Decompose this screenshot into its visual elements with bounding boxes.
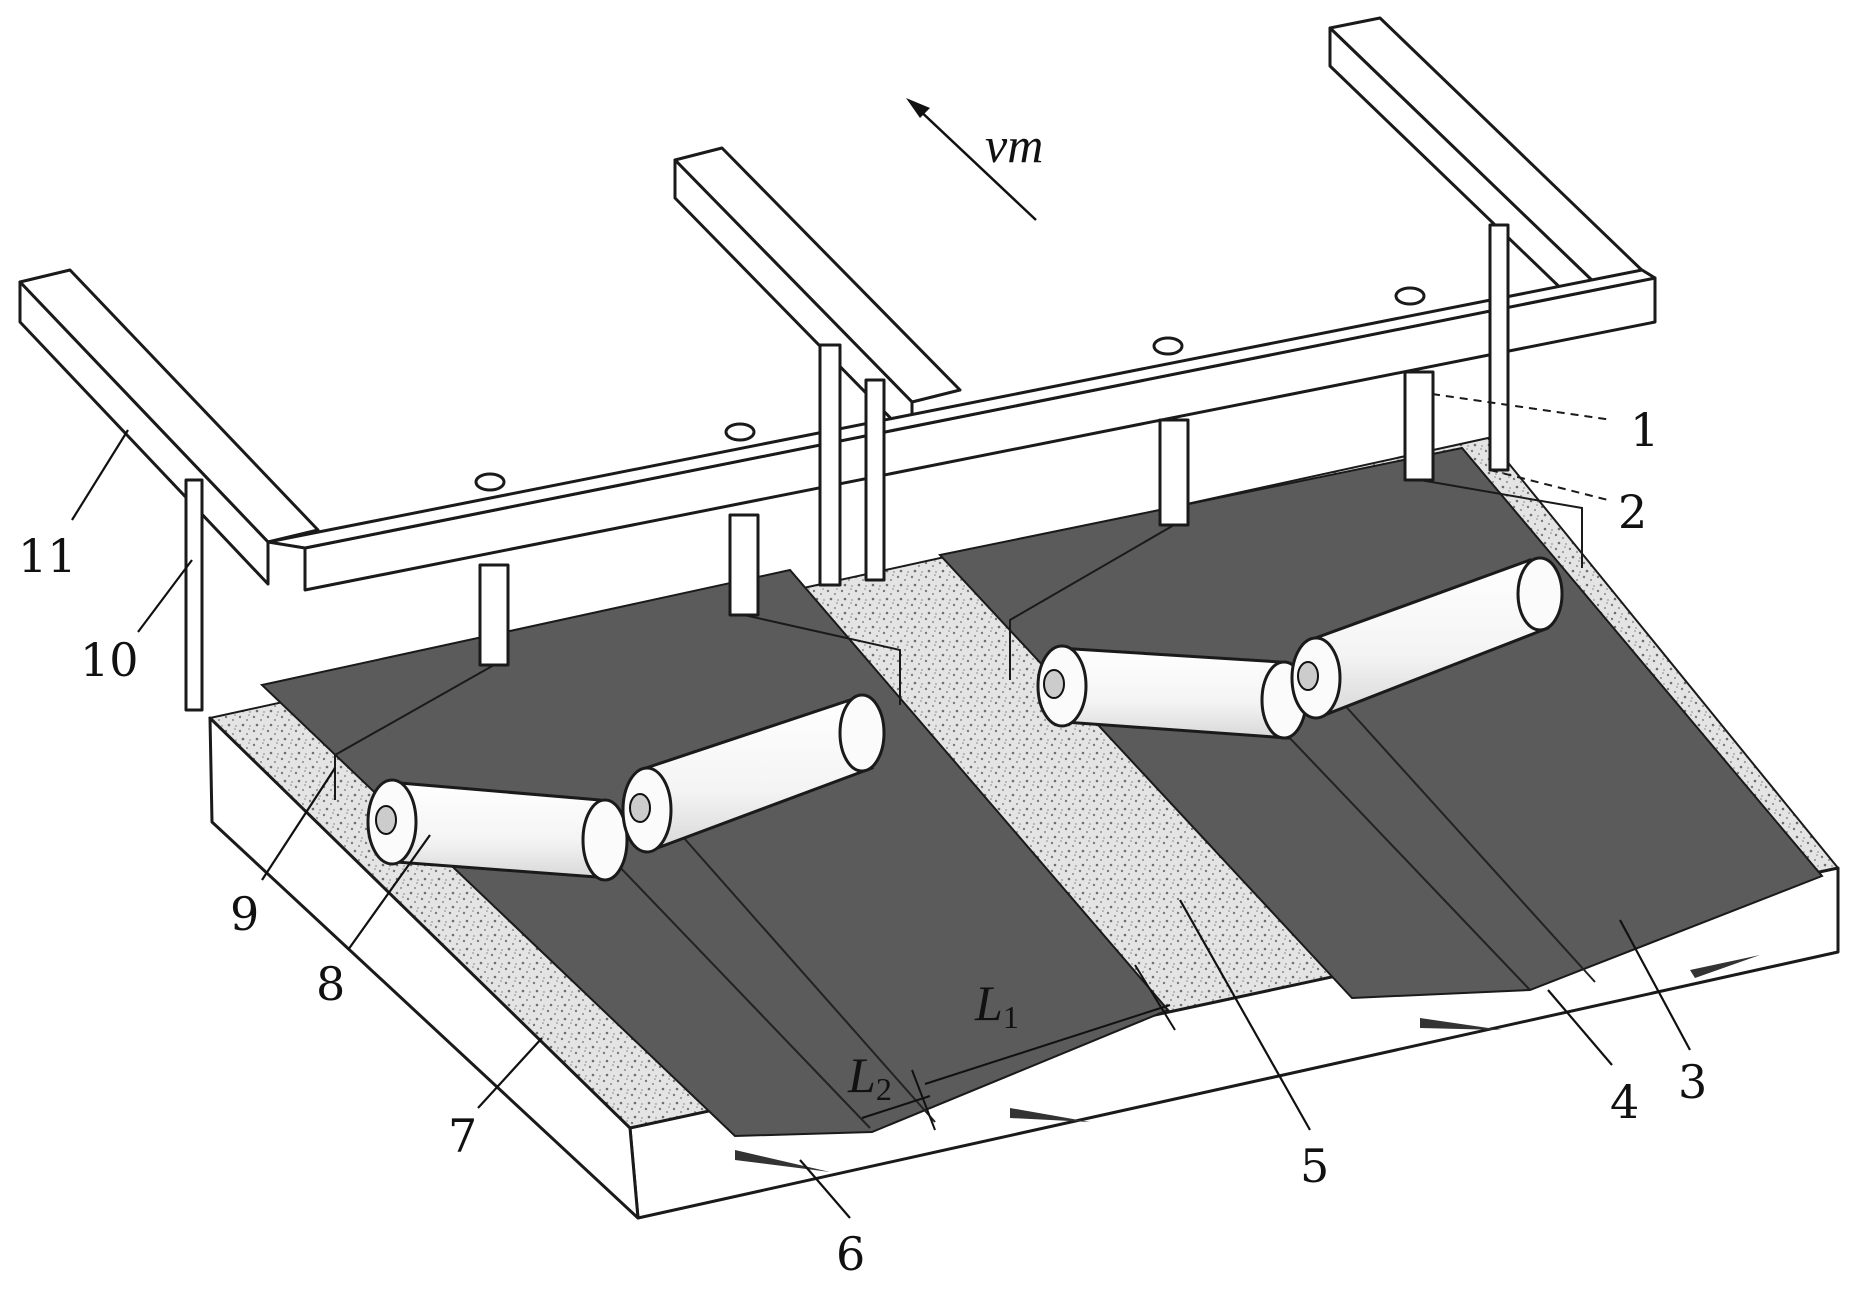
film-fold-line xyxy=(1264,711,1531,991)
roller-arm-right-2 xyxy=(1419,479,1583,568)
roller-end-cap-far xyxy=(1516,556,1564,632)
leader-line-5 xyxy=(1179,899,1311,1131)
part-label-2: 2 xyxy=(1618,485,1647,539)
post xyxy=(1158,418,1190,527)
mulch-film-right xyxy=(938,446,1824,1000)
bed-left-face xyxy=(208,716,640,1220)
bolt xyxy=(474,472,506,492)
roller-axle xyxy=(629,793,651,823)
bolt xyxy=(724,422,756,442)
leader-line-3 xyxy=(1619,919,1691,1051)
dimension-tick xyxy=(1134,964,1176,1031)
film-fold-line xyxy=(667,819,936,1123)
velocity-arrow-line xyxy=(914,105,1037,221)
post xyxy=(478,563,510,667)
part-label-6: 6 xyxy=(836,1227,865,1281)
roller-left-outer xyxy=(366,778,629,882)
roller-axle xyxy=(1043,669,1065,699)
dimension-label-L1: L1 xyxy=(974,975,1019,1035)
post-rear-left xyxy=(184,478,204,712)
soil-cover-wedge xyxy=(1690,955,1760,978)
part-label-11: 11 xyxy=(18,529,77,583)
part-label-3: 3 xyxy=(1678,1055,1707,1109)
film-fold-line xyxy=(1339,699,1596,983)
leader-line-4 xyxy=(1547,989,1613,1066)
roller-axle xyxy=(375,805,397,835)
support-posts xyxy=(184,223,1510,712)
roller-end-cap-far xyxy=(838,693,886,773)
frame-bolts xyxy=(474,286,1426,492)
leader-line-1 xyxy=(1431,393,1613,421)
part-label-5: 5 xyxy=(1300,1139,1329,1193)
part-label-8: 8 xyxy=(316,957,345,1011)
part-label-4: 4 xyxy=(1610,1075,1639,1129)
roller-arms xyxy=(334,479,1583,800)
roller-right-inner xyxy=(1290,556,1564,720)
part-callouts: 1 2 3 4 5 6 7 8 9 10 11 xyxy=(18,393,1707,1281)
velocity-label: vm xyxy=(985,117,1043,173)
leader-line-6 xyxy=(799,1159,851,1219)
leader-line-8 xyxy=(347,834,431,951)
roller-right-outer xyxy=(1036,644,1308,740)
leader-line-9 xyxy=(261,767,336,881)
soil-cover-wedge xyxy=(1010,1108,1090,1122)
leader-line-10 xyxy=(137,559,193,633)
leader-line-7 xyxy=(477,1037,543,1109)
leader-line-2 xyxy=(1489,469,1609,501)
dimension-label-L2: L2 xyxy=(847,1047,892,1107)
leader-line-11 xyxy=(71,429,129,521)
post xyxy=(1403,370,1435,482)
velocity-arrowhead xyxy=(906,98,930,118)
bolt xyxy=(1152,336,1184,356)
roller-body xyxy=(1056,646,1290,740)
dimension-line-L1 xyxy=(924,1004,1171,1085)
roller-arm-left xyxy=(334,664,495,800)
part-label-7: 7 xyxy=(448,1109,477,1163)
post-rear-middle xyxy=(818,343,842,587)
frame-arm-left-side xyxy=(18,280,270,586)
roller-axle xyxy=(1297,661,1319,691)
frame-arm-middle xyxy=(673,146,962,404)
post-rear-middle-2 xyxy=(864,378,886,582)
velocity-indicator: vm xyxy=(906,98,1043,221)
mulch-films xyxy=(259,446,1824,1172)
film-fold-line xyxy=(591,837,871,1129)
part-label-9: 9 xyxy=(230,887,259,941)
bolt xyxy=(1394,286,1426,306)
soil-cover-wedge xyxy=(1420,1018,1502,1030)
frame-cross-beam-upper xyxy=(266,268,1657,550)
post xyxy=(728,513,760,617)
dimension-annotations: L1 L2 xyxy=(847,964,1176,1131)
post-rear-right xyxy=(1488,223,1510,472)
dimension-line-L2 xyxy=(861,1095,931,1119)
dimension-tick xyxy=(911,1069,936,1131)
roller-arm-left-2 xyxy=(743,614,901,705)
press-rollers xyxy=(366,556,1564,882)
mulch-film-left xyxy=(259,568,1170,1138)
frame-arm-left xyxy=(18,268,320,544)
roller-end-cap-far xyxy=(581,798,629,882)
part-label-10: 10 xyxy=(80,633,139,687)
roller-arm-right xyxy=(1009,524,1175,680)
frame-arm-right-side xyxy=(1328,26,1602,328)
part-label-1: 1 xyxy=(1630,403,1659,457)
roller-left-inner xyxy=(621,693,886,854)
main-frame xyxy=(18,16,1657,592)
